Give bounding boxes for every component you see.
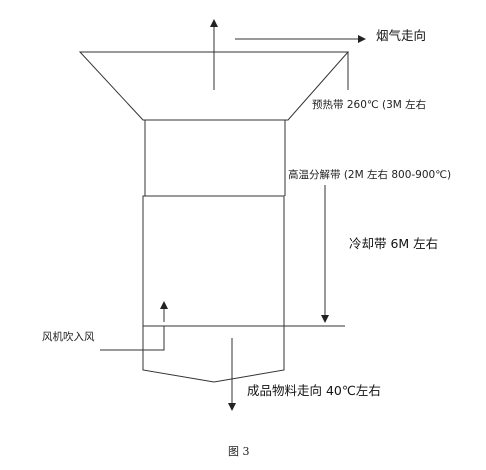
smoke-direction-label: 烟气走向	[376, 28, 426, 43]
decomposition-zone-label: 高温分解带 (2M 左右 800-900℃)	[288, 168, 451, 181]
cooling-shaft	[142, 195, 285, 327]
air-inlet-pipe	[100, 326, 165, 351]
figure-caption: 图 3	[228, 445, 250, 458]
preheat-zone-label: 预热带 260℃ (3M 左右	[312, 98, 426, 111]
cooling-zone-label: 冷却带 6M 左右	[349, 236, 438, 251]
upper-shaft	[144, 120, 286, 196]
product-outlet-label: 成品物料走向 40℃左右	[247, 383, 381, 398]
hopper-funnel	[78, 51, 350, 121]
air-inlet-label: 风机吹入风	[42, 330, 95, 343]
discharge-section	[142, 326, 285, 383]
